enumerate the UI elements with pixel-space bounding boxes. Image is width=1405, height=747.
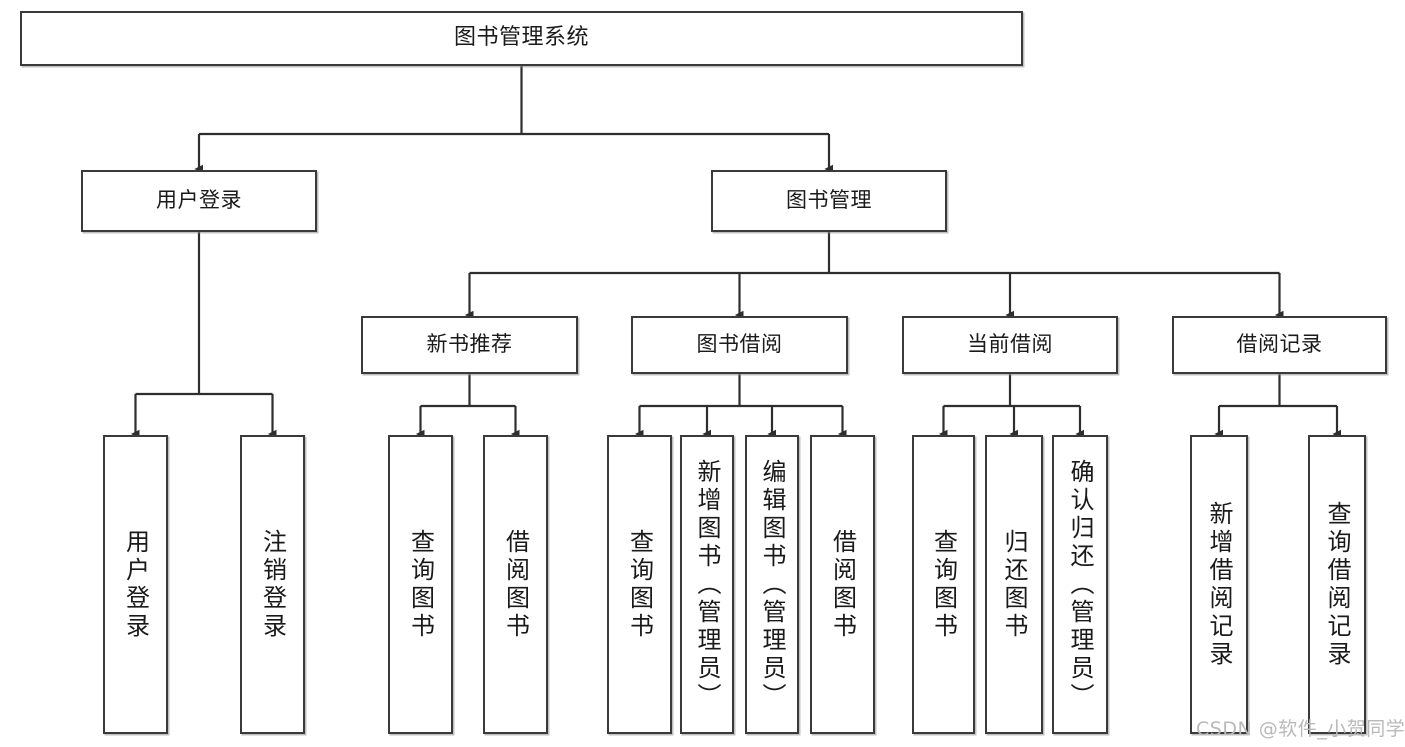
node-label: 图书借阅: [696, 332, 783, 357]
node-leaf-query-record[interactable]: 查询借阅记录: [1308, 435, 1366, 734]
node-label: 查询图书: [625, 528, 654, 641]
node-label: 借阅图书: [501, 528, 530, 641]
node-leaf-add-book[interactable]: 新增图书（管理员）: [680, 435, 734, 734]
node-leaf-borrow-book-2[interactable]: 借阅图书: [810, 435, 875, 734]
node-label: 图书管理: [786, 188, 872, 213]
node-leaf-confirm-return[interactable]: 确认归还（管理员）: [1052, 435, 1108, 734]
node-leaf-add-record[interactable]: 新增借阅记录: [1190, 435, 1248, 734]
node-user-login[interactable]: 用户登录: [81, 170, 317, 232]
node-root[interactable]: 图书管理系统: [20, 11, 1023, 66]
node-label: 查询图书: [406, 528, 435, 641]
node-borrow-record[interactable]: 借阅记录: [1172, 316, 1387, 374]
watermark: CSDN @软件_小贺同学: [1196, 718, 1405, 740]
node-leaf-query-book-2[interactable]: 查询图书: [607, 435, 672, 734]
node-label: 注销登录: [258, 528, 287, 641]
node-label: 新书推荐: [426, 332, 513, 357]
node-leaf-user-login[interactable]: 用户登录: [103, 435, 168, 734]
node-label: 借阅图书: [828, 528, 857, 641]
node-current-borrow[interactable]: 当前借阅: [902, 316, 1118, 374]
node-label: 查询图书: [929, 528, 958, 641]
node-leaf-return-book[interactable]: 归还图书: [985, 435, 1043, 734]
node-leaf-logout[interactable]: 注销登录: [240, 435, 305, 734]
node-leaf-borrow-book-1[interactable]: 借阅图书: [483, 435, 548, 734]
node-label: 图书管理系统: [453, 25, 589, 51]
node-new-book-rec[interactable]: 新书推荐: [361, 316, 578, 374]
node-label: 新增图书（管理员）: [693, 458, 721, 711]
node-label: 用户登录: [121, 528, 150, 641]
node-book-manage[interactable]: 图书管理: [711, 170, 947, 232]
node-label: 新增借阅记录: [1205, 500, 1233, 669]
node-label: 归还图书: [1000, 528, 1028, 641]
node-label: 查询借阅记录: [1323, 500, 1351, 669]
node-leaf-edit-book[interactable]: 编辑图书（管理员）: [745, 435, 799, 734]
node-label: 借阅记录: [1236, 332, 1323, 357]
node-label: 编辑图书（管理员）: [758, 458, 786, 711]
node-leaf-query-book-3[interactable]: 查询图书: [912, 435, 975, 734]
node-leaf-query-book-1[interactable]: 查询图书: [388, 435, 453, 734]
node-book-borrow[interactable]: 图书借阅: [631, 316, 848, 374]
node-label: 确认归还（管理员）: [1066, 458, 1094, 711]
node-label: 用户登录: [156, 188, 242, 213]
node-label: 当前借阅: [967, 332, 1053, 357]
